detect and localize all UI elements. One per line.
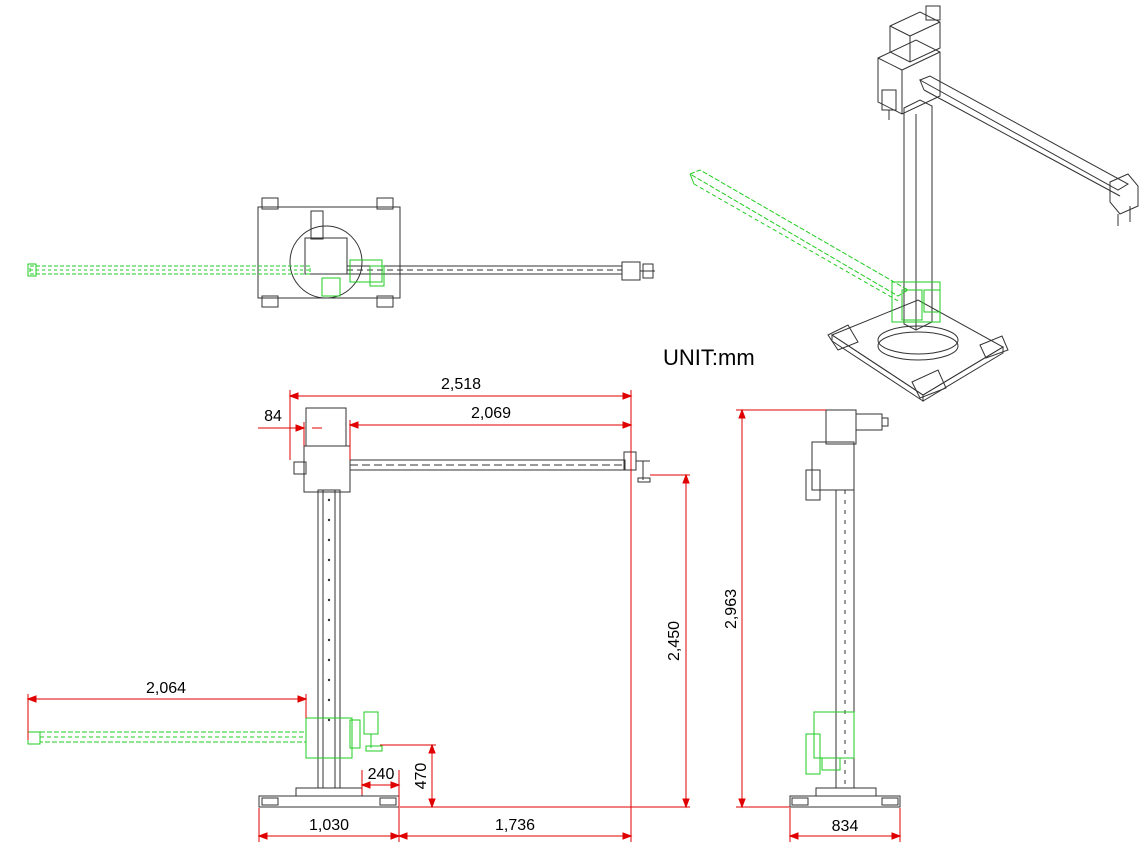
iso-base-plate (830, 299, 1005, 396)
top-view-base-plate (257, 206, 401, 299)
iso-foot-front (911, 369, 947, 399)
front-view (258, 407, 651, 808)
iso-arm (918, 75, 1130, 191)
side-carriage (811, 441, 855, 491)
dim-carriage-offset: 240 (368, 766, 395, 783)
top-view-carriage (304, 237, 348, 275)
side-motor (825, 409, 857, 445)
iso-slewing-ring (877, 325, 959, 355)
dim-arm-height: 2,450 (666, 621, 683, 661)
front-motor (305, 407, 347, 447)
iso-column (903, 99, 933, 331)
dimension-lines (26, 390, 902, 842)
iso-foot-right (979, 335, 1009, 359)
top-view-foot-tr (376, 197, 394, 210)
dim-overall-height: 2,963 (723, 589, 740, 629)
unit-label: UNIT:mm (663, 345, 755, 370)
dim-base-width: 834 (832, 818, 859, 835)
dim-rear-offset: 84 (264, 408, 282, 425)
iso-view (827, 5, 1139, 402)
front-slewing-ring (295, 787, 363, 797)
iso-motor (889, 11, 941, 63)
front-base-plate (258, 795, 400, 808)
dimension-labels: 2,518 2,069 84 2,064 240 470 2,450 1,030… (146, 376, 858, 835)
front-carriage (303, 445, 351, 493)
top-view-foot-tl (261, 197, 279, 210)
dim-clear-span: 1,736 (495, 817, 535, 834)
iso-torch-head (1109, 173, 1139, 215)
front-torch-head (623, 451, 637, 471)
iso-ghost-arm (688, 169, 941, 323)
top-view-foot-br (376, 295, 394, 308)
side-view (789, 409, 901, 808)
iso-foot-left (827, 324, 859, 351)
top-view-ghost-arm (27, 259, 385, 297)
front-column-holes (327, 498, 331, 722)
side-slewing-ring (815, 787, 877, 797)
front-ghost-arm (27, 711, 383, 759)
top-view-foot-bl (261, 295, 279, 308)
top-view (257, 197, 655, 308)
dim-base-length: 1,030 (309, 817, 349, 834)
side-ghost-carriage (805, 711, 855, 775)
top-view-motor (310, 210, 324, 240)
top-view-torch-head (621, 261, 641, 281)
top-view-slewing-ring (289, 225, 363, 299)
front-column (317, 489, 341, 789)
dim-arm-extension: 2,069 (471, 405, 511, 422)
iso-head-box (877, 39, 941, 115)
dim-overall-reach: 2,518 (441, 376, 481, 393)
dim-retracted-reach: 2,064 (146, 680, 186, 697)
dim-min-height: 470 (413, 763, 430, 790)
